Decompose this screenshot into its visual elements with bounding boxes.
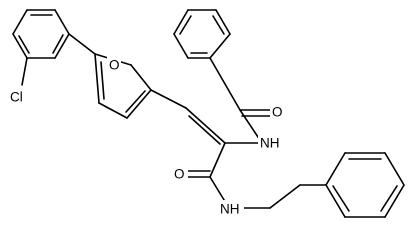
terminal-phenyl-ring [325,152,405,218]
molecule-diagram: Cl O O NH O NH [8,9,405,218]
c-cl-bond [21,57,28,86]
benzoyl-oxygen-label: O [272,105,283,120]
amide-nh-label: NH [260,136,280,151]
benzoyl-ring [173,9,231,59]
ch2-ch2-bond [269,184,301,209]
phenethyl-nh-label: NH [220,202,240,217]
carbonyl-phenyl-bond [209,57,241,111]
amide-carbonyl [187,170,211,178]
amide-oxygen-label: O [174,167,185,182]
atom-labels: Cl O O NH O NH [8,56,286,218]
structure-canvas: Cl O O NH O NH [8,9,405,218]
calpha-amide-bond [209,142,226,178]
benzoyl-carbonyl [239,109,274,117]
aryl-furan-bond [68,33,96,55]
chlorine-label: Cl [10,90,23,105]
furan-ring [94,53,152,119]
furan-oxygen-label: O [109,58,120,73]
chlorophenyl-ring [12,9,70,59]
vinyl-double-bond [185,107,226,145]
furan-vinyl-bond [150,89,187,109]
